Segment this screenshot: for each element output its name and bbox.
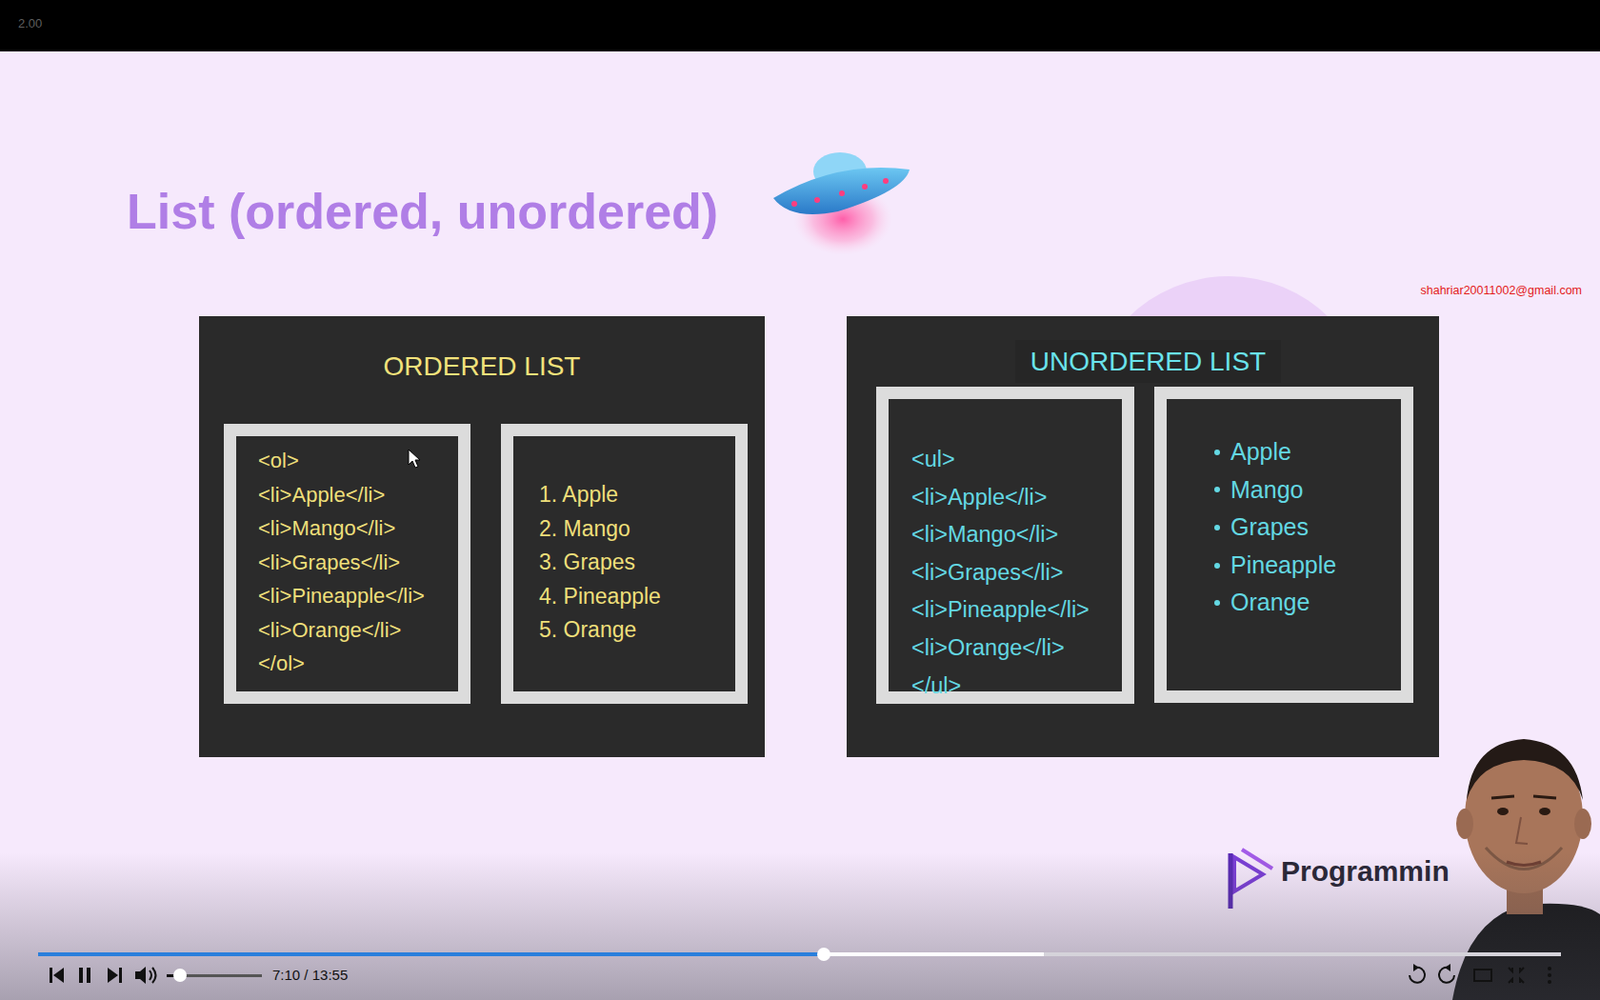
list-item: Apple [1230,433,1292,472]
code-line: <ul> [911,440,956,480]
list-item: Grapes [1230,508,1309,547]
list-item: 1. Apple [539,478,619,513]
player-controls [49,963,1552,984]
code-line: <li>Apple</li> [911,479,1047,518]
progress-bar [38,947,1561,961]
mouse-cursor [408,449,420,468]
output-box: 1. Apple2. Mango3. Grapes4. Pineapple5. … [500,423,748,704]
code-line: </ol> [258,646,305,681]
list-item: Orange [1230,583,1310,622]
code-line: <li>Orange</li> [911,629,1065,668]
output-box: AppleMangoGrapesPineappleOrange [1154,386,1414,703]
code-line: <li>Apple</li> [258,478,385,513]
list-item: 5. Orange [539,613,637,648]
code-line: </ul> [911,667,961,706]
list-item: Mango [1230,471,1303,510]
watermark-email: shahriar20011002@gmail.com [1420,283,1583,298]
code-line: <li>Grapes</li> [258,545,400,580]
code-line: <li>Mango</li> [258,511,396,546]
code-line: <li>Pineapple</li> [911,591,1090,630]
code-line: <li>Orange</li> [258,613,401,648]
ufo-icon [773,152,910,256]
list-item: Pineapple [1230,546,1337,585]
speed-indicator: 2.00 [18,16,42,31]
code-box: <ul><li>Apple</li><li>Mango</li><li>Grap… [876,386,1135,704]
code-line: <li>Grapes</li> [911,554,1063,593]
code-line: <li>Mango</li> [911,516,1059,555]
slide-title: List (ordered, unordered) [126,181,719,241]
time-display: 7:10 / 13:55 [272,966,348,983]
list-item: 4. Pineapple [539,580,661,615]
list-item: 3. Grapes [539,545,636,580]
panel-heading: ORDERED LIST [199,350,765,383]
list-panel: ORDERED LIST <ol><li>Apple</li><li>Mango<… [199,316,765,758]
code-line: <ol> [258,443,300,479]
controls-shade [0,852,1600,1000]
code-box: <ol><li>Apple</li><li>Mango</li><li>Grap… [223,423,471,704]
list-item: 2. Mango [539,512,631,547]
code-line: <li>Pineapple</li> [258,579,425,614]
panel-heading: UNORDERED LIST [1015,340,1281,383]
logo-text: Programmin [1280,855,1450,888]
top-bar [0,0,1600,52]
list-panel: UNORDERED LIST<ul><li>Apple</li><li>Mang… [846,316,1440,758]
